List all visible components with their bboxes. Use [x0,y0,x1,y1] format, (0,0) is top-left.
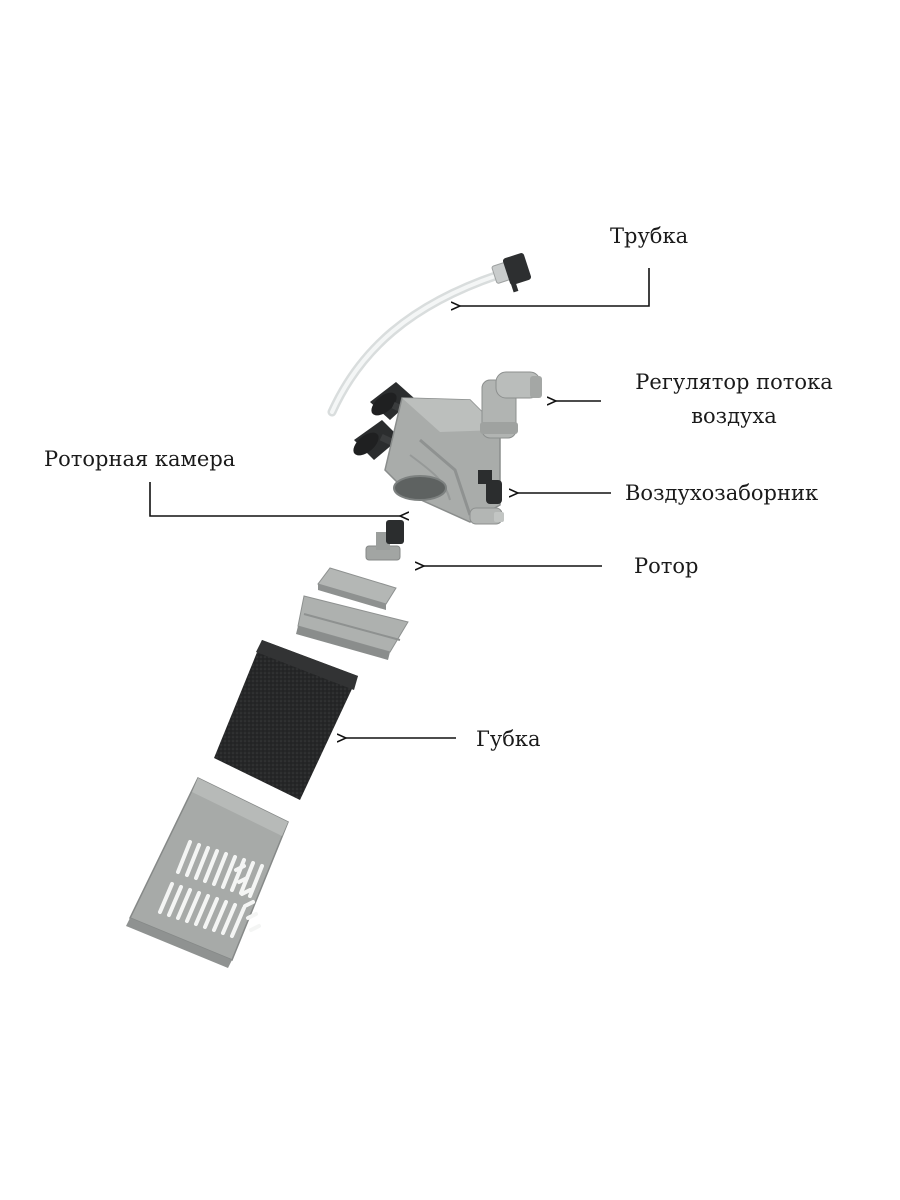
housing-slot [248,864,264,898]
housing-slot [234,864,246,872]
housing-slot [185,843,201,877]
housing-slot [176,888,192,920]
leader-lines [149,268,650,738]
label-flow-regulator-line2: воздуха [691,403,777,428]
housing-slot [240,888,252,896]
housing-slot [158,882,174,914]
filter-cap [296,567,409,660]
label-rotor-chamber: Роторная камера [44,447,236,471]
housing-slot [221,855,237,889]
label-flow-regulator: Регулятор потока воздуха [612,366,856,433]
flow-regulator [480,371,542,439]
housing-slot [249,924,261,932]
housing-slot [203,897,219,929]
label-air-intake: Воздухозаборник [625,481,819,505]
housing-slot [221,903,237,935]
label-tube: Трубка [610,224,689,248]
sponge-part [214,640,358,800]
rotor-part [365,520,404,561]
housing-slot [237,876,249,884]
tube-leader [460,268,650,306]
tube-hose [327,270,503,417]
tube-valve [502,253,532,285]
label-sponge: Губка [476,727,541,751]
housing-slot [212,900,228,932]
housing-slot [212,852,228,886]
pump-head [353,371,542,525]
housing-slot [176,840,192,874]
label-rotor: Ротор [634,554,699,578]
housing-slot [194,846,210,880]
label-flow-regulator-line1: Регулятор потока [635,370,833,394]
housing-slot [194,894,210,926]
rotor-chamber-leader [149,482,400,516]
housing-slot [203,849,219,883]
housing-slot [230,906,246,938]
housing-slot [246,912,258,920]
filter-housing [126,776,289,968]
rotor-chamber-opening [393,475,447,501]
housing-slot [167,885,183,917]
air-intake [469,470,504,525]
housing-slots [158,840,264,938]
tube-part [327,253,532,417]
housing-slot [243,900,255,908]
housing-slot [185,891,201,923]
